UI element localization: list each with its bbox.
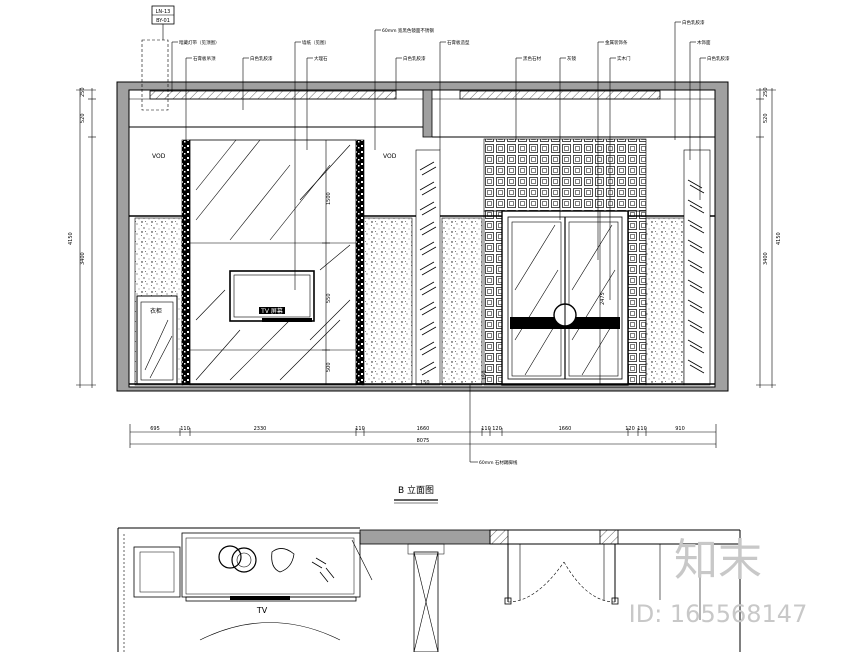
dim-left-total: 4150 [68, 232, 74, 245]
callout-9: 黑色石材 [523, 55, 541, 62]
tv-screen-label: TV 屏幕 [260, 307, 283, 315]
svg-text:110: 110 [355, 426, 365, 432]
svg-text:110: 110 [180, 426, 190, 432]
svg-text:120: 120 [492, 426, 502, 432]
black-stone-strip-right [355, 139, 365, 386]
dimension-left [76, 88, 96, 388]
callout-labels-top: 暗藏灯带（见顶图） 石膏板吊顶 白色乳胶漆 墙纸（见图） 大理石 60mm 宽黑… [179, 19, 730, 62]
callout-4: 墙纸（见图） [302, 39, 329, 46]
callout-1: 暗藏灯带（见顶图） [179, 39, 220, 46]
dim-left-main: 3400 [80, 252, 86, 265]
dim-sill-right: 150 [482, 370, 488, 380]
ceiling-column [422, 89, 433, 138]
svg-text:120: 120 [625, 426, 635, 432]
dim-door-height: 2475 [600, 292, 606, 305]
drawing-title: B 立面图 [398, 484, 434, 496]
marble-panel-door-left [441, 217, 483, 386]
vod-right: VOD [383, 153, 397, 160]
watermark-logo: 知末 [674, 535, 762, 586]
bottom-dim-labels: 695 110 2330 110 1660 110 120 1660 120 1… [150, 426, 685, 444]
callout-5: 大理石 [314, 55, 328, 62]
watermark-id: ID: 165568147 [629, 600, 808, 628]
callout-6: 60mm 宽黑色镜面不锈钢 [382, 27, 434, 34]
dim-sill-left: 150 [420, 380, 430, 386]
decor-slats-right [687, 179, 705, 374]
marble-panel-right [645, 217, 685, 386]
dim-vert-2: 550 [326, 293, 332, 303]
callout-8: 石膏板造型 [447, 39, 470, 46]
svg-text:2330: 2330 [254, 426, 267, 432]
callout-bottom: 60mm 石材踢脚线 [479, 459, 518, 466]
dim-vert-1: 1500 [326, 192, 332, 205]
ceiling-soffit-left [149, 90, 397, 100]
vod-left: VOD [152, 153, 166, 160]
dim-vert-3: 500 [326, 362, 332, 372]
callout-leaders-top [171, 21, 706, 300]
svg-text:1660: 1660 [559, 426, 572, 432]
dim-left-top2: 520 [80, 113, 86, 123]
dim-left-top: 250 [80, 87, 86, 97]
callout-13: 白色乳胶漆 [682, 19, 705, 26]
marble-panel-mid [361, 217, 413, 386]
tv-feature-wall [189, 139, 357, 386]
callout-3: 白色乳胶漆 [250, 55, 273, 62]
dim-right-main: 3400 [763, 252, 769, 265]
svg-text:110: 110 [637, 426, 647, 432]
callout-11: 金属装饰条 [605, 39, 628, 46]
tile-grid-left-jamb [483, 210, 503, 386]
svg-text:110: 110 [481, 426, 491, 432]
tv-label-box [259, 307, 285, 314]
svg-text:1660: 1660 [417, 426, 430, 432]
decor-slats-left [419, 161, 437, 376]
plan-wall-block [359, 529, 491, 545]
cabinet-label: 衣柜 [150, 307, 162, 315]
callout-15: 白色乳胶漆 [707, 55, 730, 62]
left-cabinet [136, 295, 178, 385]
tile-grid-right-jamb [627, 210, 647, 386]
dimension-right [756, 88, 776, 388]
feature-wall-reflection-lines [195, 139, 351, 381]
tile-grid-panel [483, 138, 647, 212]
svg-text:695: 695 [150, 426, 160, 432]
dim-right-top: 250 [763, 87, 769, 97]
floor-plan: TV [117, 527, 741, 652]
callout-12: 实木门 [617, 55, 631, 62]
callout-7: 白色乳胶漆 [403, 55, 426, 62]
dimension-bottom [129, 424, 717, 448]
tag-bottom: BY-01 [156, 18, 170, 24]
callout-2: 石膏板吊顶 [193, 55, 216, 62]
dim-right-total: 4150 [776, 232, 782, 245]
svg-text:910: 910 [675, 426, 685, 432]
callout-10: 灰镜 [567, 55, 576, 62]
tag-top: LN-13 [156, 9, 171, 15]
bottom-total: 8075 [417, 438, 430, 444]
dim-right-top2: 520 [763, 113, 769, 123]
plan-tv-label: TV [256, 606, 268, 615]
callout-14: 木饰面 [697, 39, 711, 46]
black-stone-strip-left [181, 139, 191, 386]
